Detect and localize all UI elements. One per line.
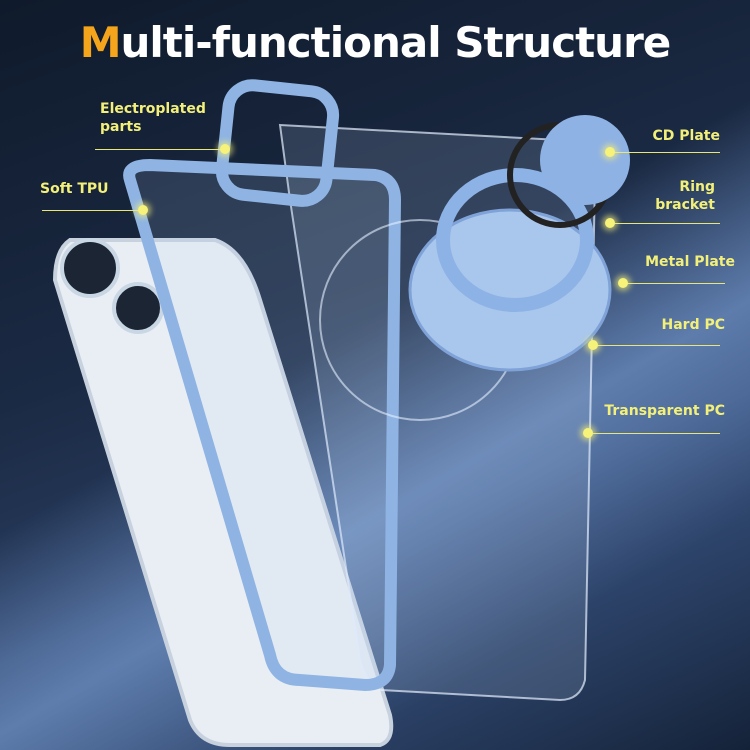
callout-dot: [605, 218, 615, 228]
label-ring-bracket: Ring bracket: [655, 179, 715, 213]
label-transparent-pc: Transparent PC: [604, 403, 725, 419]
callout-dot: [583, 428, 593, 438]
callout-dot: [138, 205, 148, 215]
label-hard-pc: Hard PC: [661, 317, 726, 333]
hard-pc-ring: [408, 208, 612, 372]
page-title: Multi-functional Structure: [79, 18, 672, 67]
electroplated-camera-frame: [215, 79, 340, 207]
label-metal-plate: Metal Plate: [645, 254, 735, 270]
label-cd-plate: CD Plate: [652, 128, 720, 144]
soft-tpu-frame: [123, 158, 402, 692]
label-electroplated: Electroplated parts: [100, 101, 206, 135]
label-soft-tpu: Soft TPU: [40, 181, 109, 197]
callout-dot: [588, 340, 598, 350]
callout-dot: [220, 144, 230, 154]
callout-dot: [618, 278, 628, 288]
cd-plate: [540, 115, 630, 205]
callout-dot: [605, 147, 615, 157]
